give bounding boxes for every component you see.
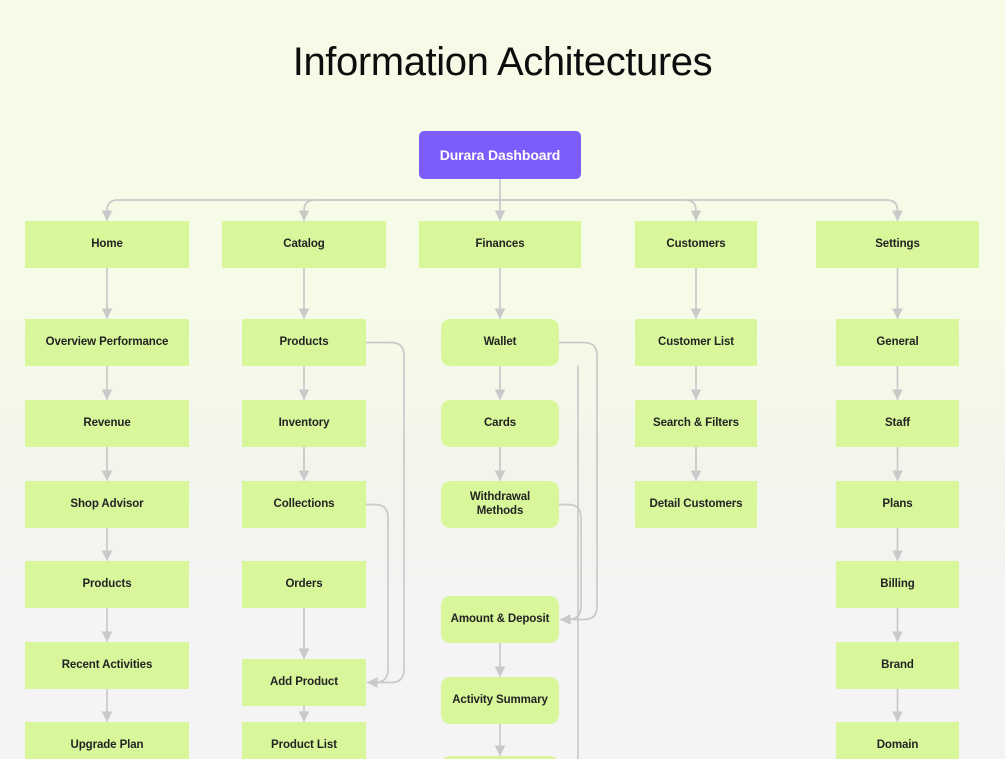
node-customers-customer-list[interactable]: Customer List: [635, 319, 757, 366]
node-settings-staff[interactable]: Staff: [836, 400, 959, 447]
node-label: Overview Performance: [45, 335, 169, 348]
node-label: Recent Activities: [61, 658, 153, 671]
node-finances-wallet[interactable]: Wallet: [441, 319, 559, 366]
node-label: Collections: [273, 497, 335, 510]
node-settings-domain[interactable]: Domain: [836, 722, 959, 759]
node-customers-detail-customers[interactable]: Detail Customers: [635, 481, 757, 528]
node-label: Products: [82, 577, 132, 590]
node-label: Staff: [884, 416, 911, 429]
node-label: Catalog: [283, 237, 325, 250]
node-home-revenue[interactable]: Revenue: [25, 400, 189, 447]
node-finances-node[interactable]: [441, 756, 559, 759]
category-node-catalog[interactable]: Catalog: [222, 221, 386, 268]
node-label: Search & Filters: [653, 416, 739, 429]
node-label: Plans: [882, 497, 913, 510]
node-finances-amount-deposit[interactable]: Amount & Deposit: [441, 596, 559, 643]
page-title: Information Achitectures: [292, 40, 713, 84]
node-catalog-add-product[interactable]: Add Product: [242, 659, 366, 706]
node-label: Inventory: [278, 416, 330, 429]
node-label: Detail Customers: [649, 497, 743, 510]
node-home-products[interactable]: Products: [25, 561, 189, 608]
category-node-home[interactable]: Home: [25, 221, 189, 268]
node-home-overview-performance[interactable]: Overview Performance: [25, 319, 189, 366]
node-customers-search-filters[interactable]: Search & Filters: [635, 400, 757, 447]
node-home-recent-activities[interactable]: Recent Activities: [25, 642, 189, 689]
node-label: Home: [91, 237, 123, 250]
node-settings-plans[interactable]: Plans: [836, 481, 959, 528]
node-catalog-collections[interactable]: Collections: [242, 481, 366, 528]
node-catalog-products[interactable]: Products: [242, 319, 366, 366]
node-catalog-product-list[interactable]: Product List: [242, 722, 366, 759]
root-node-durara-dashboard[interactable]: Durara Dashboard: [419, 131, 581, 179]
node-finances-withdrawal-methods[interactable]: Withdrawal Methods: [441, 481, 559, 528]
node-finances-cards[interactable]: Cards: [441, 400, 559, 447]
node-label: Product List: [271, 738, 337, 751]
node-label: Products: [279, 335, 329, 348]
node-label: Orders: [285, 577, 323, 590]
node-home-upgrade-plan[interactable]: Upgrade Plan: [25, 722, 189, 759]
node-settings-general[interactable]: General: [836, 319, 959, 366]
node-label: Shop Advisor: [70, 497, 144, 510]
node-settings-billing[interactable]: Billing: [836, 561, 959, 608]
node-label: Upgrade Plan: [70, 738, 144, 751]
node-catalog-inventory[interactable]: Inventory: [242, 400, 366, 447]
node-label: Customers: [666, 237, 726, 250]
node-settings-brand[interactable]: Brand: [836, 642, 959, 689]
node-label: Withdrawal Methods: [469, 490, 531, 517]
node-label: Wallet: [483, 335, 517, 348]
category-node-finances[interactable]: Finances: [419, 221, 581, 268]
node-label: Finances: [475, 237, 525, 250]
node-home-shop-advisor[interactable]: Shop Advisor: [25, 481, 189, 528]
node-label: Billing: [880, 577, 915, 590]
node-label: Settings: [875, 237, 920, 250]
category-node-settings[interactable]: Settings: [816, 221, 979, 268]
node-label: Domain: [876, 738, 919, 751]
node-label: Customer List: [657, 335, 735, 348]
node-label: Brand: [881, 658, 914, 671]
node-label: Add Product: [270, 675, 338, 688]
node-label: General: [876, 335, 919, 348]
node-label: Activity Summary: [452, 693, 548, 706]
category-node-customers[interactable]: Customers: [635, 221, 757, 268]
node-finances-activity-summary[interactable]: Activity Summary: [441, 677, 559, 724]
node-label: Cards: [483, 416, 517, 429]
node-label: Revenue: [83, 416, 131, 429]
node-label: Amount & Deposit: [450, 612, 550, 625]
node-catalog-orders[interactable]: Orders: [242, 561, 366, 608]
node-label: Durara Dashboard: [439, 146, 561, 163]
